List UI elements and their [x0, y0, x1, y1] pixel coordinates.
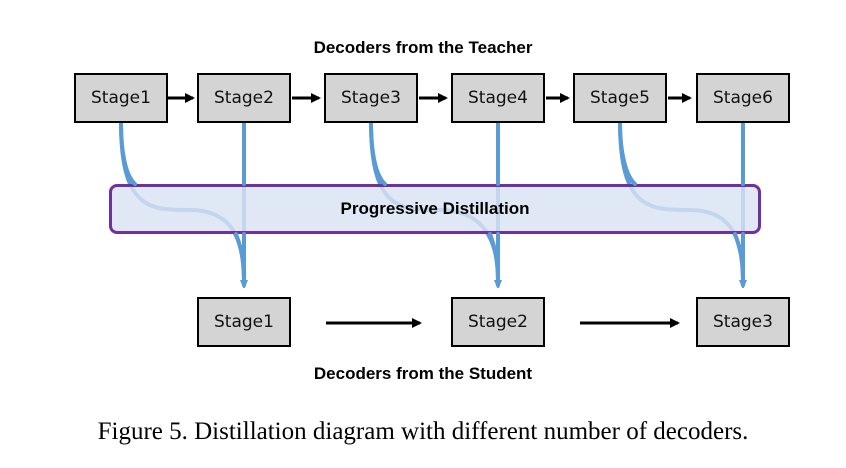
- student-heading: Decoders from the Student: [313, 364, 533, 383]
- teacher-stage-3: Stage3: [324, 73, 418, 123]
- figure-caption: Figure 5. Distillation diagram with diff…: [97, 418, 749, 445]
- teacher-stage-4: Stage4: [451, 73, 545, 123]
- teacher-stage-2: Stage2: [197, 73, 291, 123]
- teacher-stage-1: Stage1: [74, 73, 168, 123]
- student-stage-1: Stage1: [197, 297, 291, 347]
- student-stage-2: Stage2: [451, 297, 545, 347]
- teacher-stage-5: Stage5: [573, 73, 667, 123]
- teacher-heading: Decoders from the Teacher: [313, 38, 533, 57]
- teacher-stage-6: Stage6: [696, 73, 790, 123]
- connector-t1-s1-front: [119, 120, 137, 186]
- distillation-label: Progressive Distillation: [340, 199, 530, 218]
- connector-t3-s2-front: [369, 120, 387, 186]
- student-stage-3: Stage3: [696, 297, 790, 347]
- connector-t5-s3-front: [618, 120, 637, 186]
- distillation-band: [109, 184, 761, 234]
